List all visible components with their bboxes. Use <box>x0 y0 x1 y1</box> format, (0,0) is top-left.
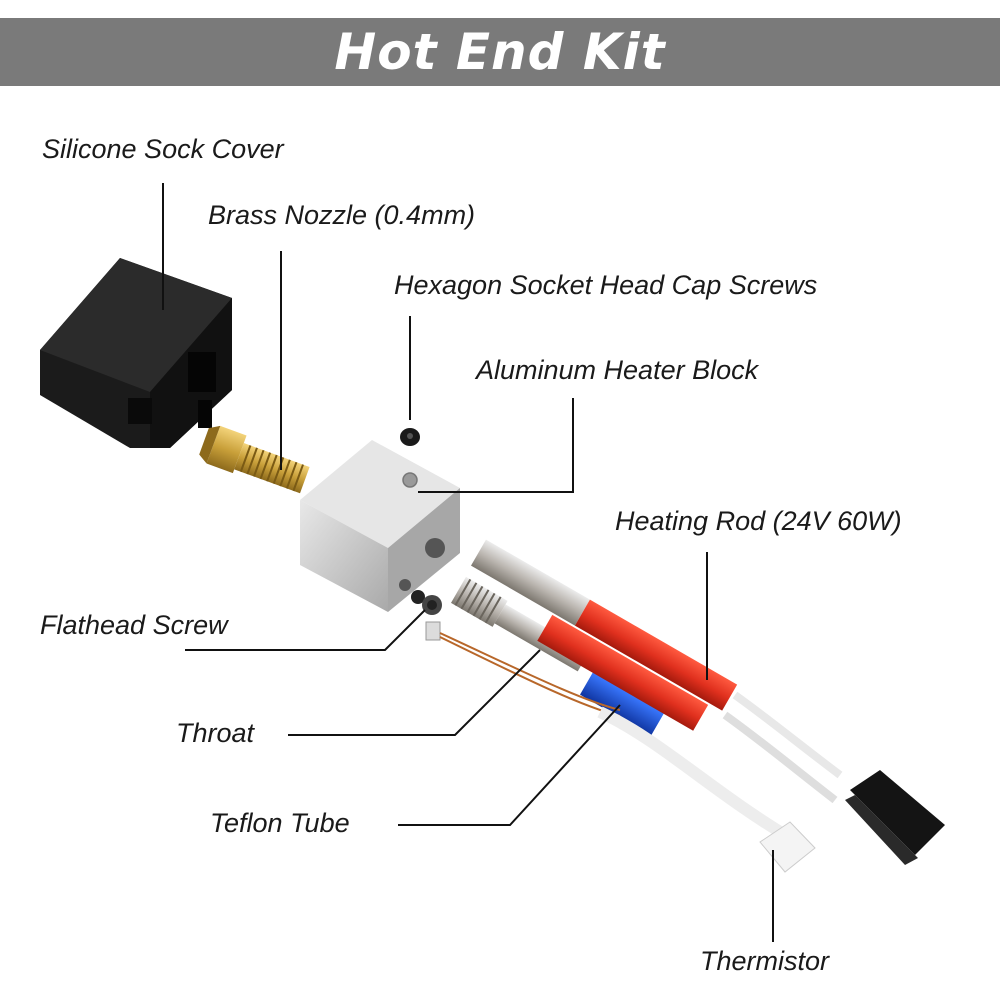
label-thermistor: Thermistor <box>700 946 830 976</box>
label-heating-rod: Heating Rod (24V 60W) <box>615 506 902 536</box>
brass-nozzle-icon <box>199 425 310 494</box>
label-flathead-screw: Flathead Screw <box>40 610 228 640</box>
label-throat: Throat <box>176 718 255 748</box>
heater-block-icon <box>300 440 460 612</box>
label-heater-block: Aluminum Heater Block <box>476 355 759 385</box>
flathead-screw-icon <box>411 590 442 615</box>
label-teflon-tube: Teflon Tube <box>210 808 350 838</box>
teflon-tube-icon <box>580 672 665 736</box>
silicone-sock-icon <box>40 258 232 448</box>
leader-lines <box>162 183 774 942</box>
title-banner: Hot End Kit <box>0 18 1000 86</box>
label-silicone-sock-cover: Silicone Sock Cover <box>42 134 284 164</box>
thermistor-icon <box>425 621 816 873</box>
heating-rod-icon <box>471 539 945 865</box>
label-brass-nozzle: Brass Nozzle (0.4mm) <box>208 200 476 230</box>
label-hex-screws: Hexagon Socket Head Cap Screws <box>394 270 818 300</box>
hex-screw-icon <box>400 428 420 446</box>
page-title: Hot End Kit <box>334 23 666 81</box>
